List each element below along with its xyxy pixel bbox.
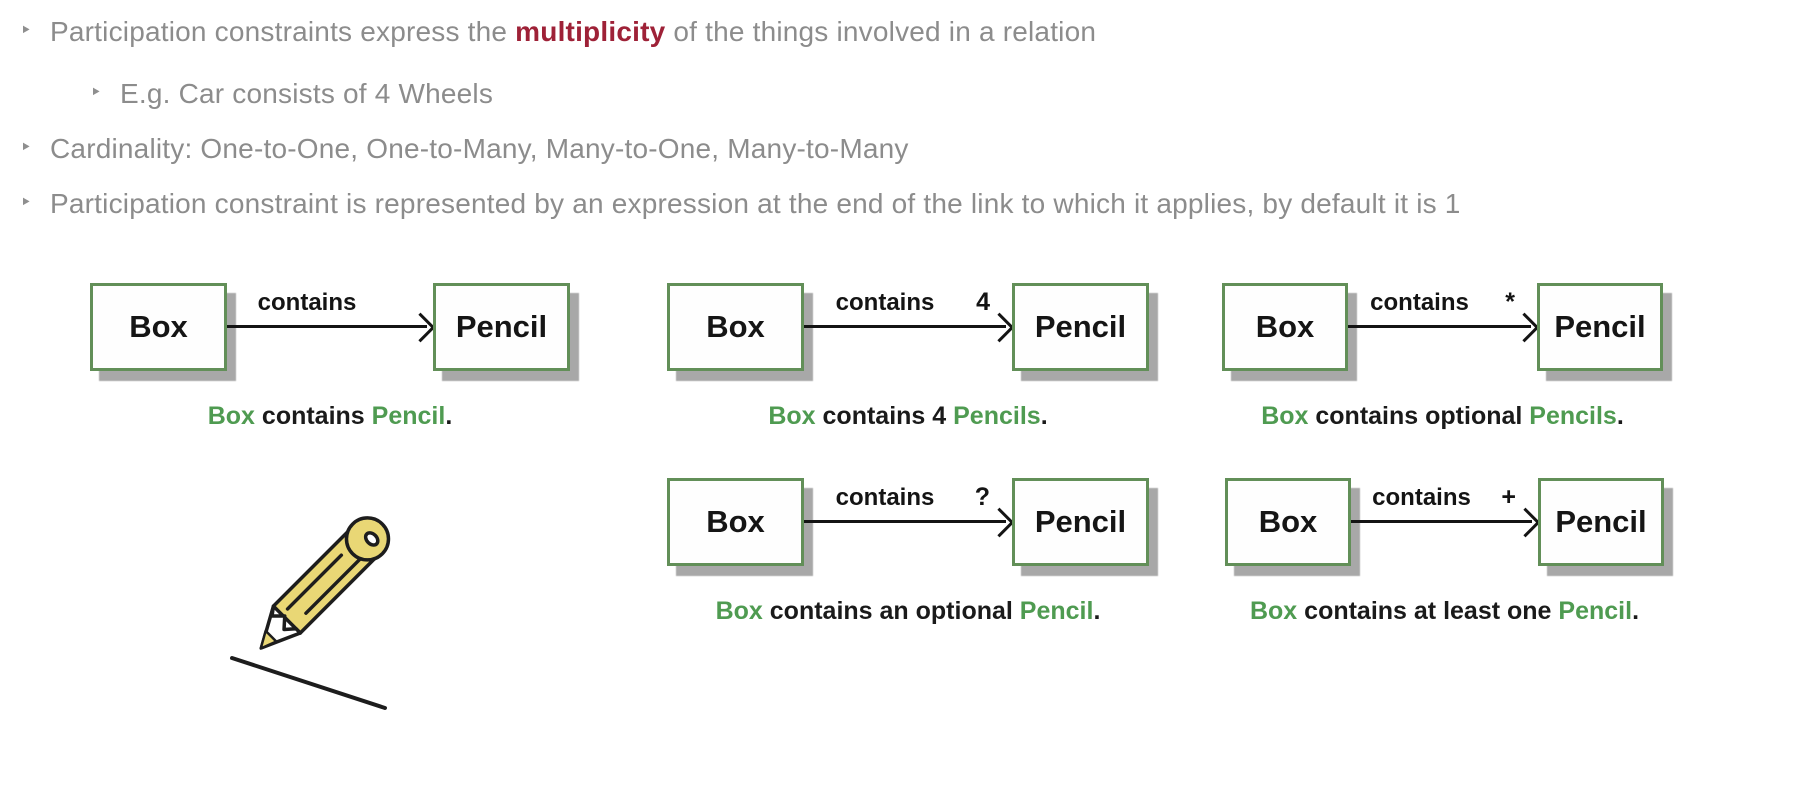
arrow-head-icon [405, 312, 436, 343]
text-segment: contains 4 [815, 402, 954, 430]
text-segment: Pencil [1558, 597, 1633, 625]
text-segment: Pencil [1019, 597, 1094, 625]
text-segment: Cardinality: One-to-One, One-to-Many, Ma… [50, 133, 909, 164]
relation-link: contains 4 [804, 283, 1015, 371]
entity-box-target: Pencil [1012, 478, 1149, 566]
entity-label-target: Pencil [1555, 504, 1647, 539]
bullet-line-participation-constraints: ‣ Participation constraints express the … [20, 16, 1096, 48]
relation-link: contains + [1351, 478, 1541, 566]
entity-box-target: Pencil [1538, 478, 1664, 566]
text-segment: contains an optional [762, 597, 1020, 625]
text-segment: . [1093, 597, 1101, 625]
text-segment: contains at least one [1297, 597, 1559, 625]
relation-diagram: Box contains * Pencil Box contains optio… [1222, 283, 1663, 430]
relation-link: contains [227, 283, 436, 371]
text-segment: Pencils [953, 402, 1041, 430]
relation-label: contains [1372, 484, 1471, 511]
text-segment: contains [254, 402, 372, 430]
entity-box-target: Pencil [1537, 283, 1663, 371]
entity-label-source: Box [1258, 504, 1318, 539]
text-segment: multiplicity [515, 16, 666, 47]
arrow-shaft [227, 325, 427, 328]
arrow-head-icon [1510, 507, 1541, 538]
relation-diagram: Box contains Pencil Box contains Pencil. [90, 283, 570, 430]
relation-link: contains ? [804, 478, 1015, 566]
entity-box-source: Box [1225, 478, 1351, 566]
arrow-head-icon [984, 312, 1015, 343]
diagram-caption: Box contains an optional Pencil. [716, 597, 1101, 626]
arrow-head-icon [1509, 312, 1540, 343]
relation-label: contains [257, 289, 357, 316]
diagram-caption: Box contains at least one Pencil. [1250, 597, 1639, 626]
relation-label: contains [835, 289, 935, 316]
bullet-marker-icon: ‣ [20, 137, 32, 159]
entity-box-source: Box [667, 478, 804, 566]
text-segment: Box [768, 402, 816, 430]
entity-box-source: Box [90, 283, 227, 371]
relation-diagram: Box contains ? Pencil Box contains an op… [667, 478, 1149, 625]
arrow-head-icon [984, 507, 1015, 538]
constraint-symbol: + [1501, 483, 1516, 511]
diagram-caption: Box contains 4 Pencils. [768, 402, 1047, 431]
bullet-marker-icon: ‣ [20, 20, 32, 42]
arrow-shaft [1348, 325, 1531, 328]
bullet-marker-icon: ‣ [90, 82, 102, 104]
bullet-line-constraint-expression: ‣ Participation constraint is represente… [20, 188, 1461, 220]
entity-box-source: Box [1222, 283, 1348, 371]
entity-label-source: Box [706, 504, 765, 539]
text-segment: E.g. Car consists of 4 Wheels [120, 78, 494, 109]
relation-diagram: Box contains + Pencil Box contains at le… [1225, 478, 1664, 625]
text-segment: . [1632, 597, 1640, 625]
bullet-text: Participation constraint is represented … [50, 188, 1461, 220]
relation-label: contains [1370, 289, 1469, 316]
text-segment: contains optional [1308, 402, 1530, 430]
entity-box-target: Pencil [433, 283, 570, 371]
text-segment: Box [207, 402, 255, 430]
text-segment: Box [715, 597, 763, 625]
text-segment: Pencils [1529, 402, 1617, 430]
text-segment: of the things involved in a relation [665, 16, 1097, 47]
bullet-text: Participation constraints express the mu… [50, 16, 1096, 48]
pencil-sketch-svg [230, 516, 391, 710]
entity-label-target: Pencil [1554, 309, 1646, 344]
constraint-symbol: ? [974, 483, 990, 511]
relation-label: contains [835, 484, 935, 511]
entity-label-source: Box [1255, 309, 1315, 344]
pencil-sketch-icon [200, 440, 440, 730]
arrow-shaft [804, 325, 1006, 328]
constraint-symbol: * [1505, 288, 1515, 316]
entity-box-target: Pencil [1012, 283, 1149, 371]
arrow-shaft [1351, 520, 1532, 523]
bullet-line-cardinality: ‣ Cardinality: One-to-One, One-to-Many, … [20, 133, 909, 165]
relation-diagram: Box contains 4 Pencil Box contains 4 Pen… [667, 283, 1149, 430]
entity-box-source: Box [667, 283, 804, 371]
text-segment: Box [1261, 402, 1309, 430]
entity-label-target: Pencil [1034, 504, 1127, 539]
text-segment: Pencil [371, 402, 446, 430]
text-segment: Participation constraint is represented … [50, 188, 1461, 219]
bullet-marker-icon: ‣ [20, 192, 32, 214]
diagram-caption: Box contains Pencil. [208, 402, 453, 431]
text-segment: . [445, 402, 453, 430]
entity-label-target: Pencil [455, 309, 548, 344]
entity-label-source: Box [129, 309, 188, 344]
bullet-line-example-car-wheels: ‣ E.g. Car consists of 4 Wheels [90, 78, 493, 110]
relation-link: contains * [1348, 283, 1540, 371]
text-segment: Participation constraints express the [50, 16, 516, 47]
bullet-text: Cardinality: One-to-One, One-to-Many, Ma… [50, 133, 909, 165]
bullet-text: E.g. Car consists of 4 Wheels [120, 78, 493, 110]
text-segment: Box [1249, 597, 1298, 625]
text-segment: . [1040, 402, 1048, 430]
text-segment: . [1616, 402, 1624, 430]
entity-label-target: Pencil [1034, 309, 1127, 344]
entity-label-source: Box [706, 309, 765, 344]
arrow-shaft [804, 520, 1006, 523]
diagram-caption: Box contains optional Pencils. [1261, 402, 1624, 431]
constraint-symbol: 4 [976, 288, 990, 316]
